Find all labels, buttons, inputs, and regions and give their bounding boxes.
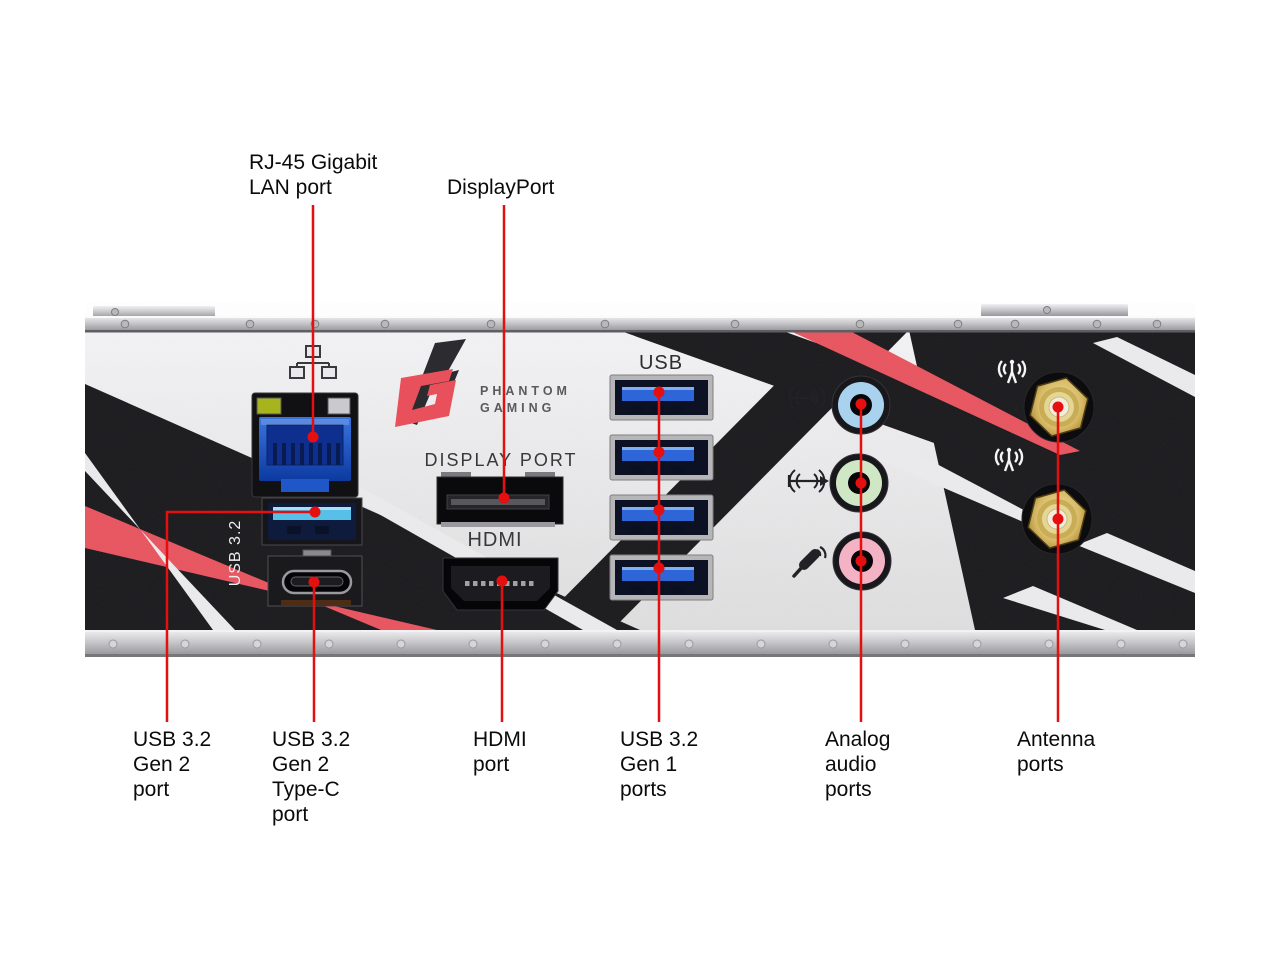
- callout-usb32-gen2: USB 3.2 Gen 2 port: [133, 728, 212, 801]
- antenna-connector: [1023, 371, 1095, 443]
- callout-analog-audio: Analog audio ports: [825, 728, 891, 801]
- usb-gen1-port: [609, 434, 714, 481]
- line-in-icon: [788, 386, 826, 410]
- callout-displayport: DisplayPort: [447, 176, 555, 199]
- panel-bottom-rail: [85, 630, 1195, 657]
- line-out-icon: [787, 469, 829, 493]
- usb-label: USB: [639, 352, 683, 374]
- displayport-port: [436, 472, 564, 527]
- phantom-gaming-logo: [395, 339, 466, 427]
- microphone-icon: [792, 545, 827, 578]
- brand-text-phantom: PHANTOM: [480, 384, 571, 398]
- usb-gen1-port: [609, 374, 714, 421]
- usb-gen1-port: [609, 494, 714, 541]
- io-panel: USB 3.2 PHANTOM GAMING DISPLAY PORT HDM: [85, 304, 1195, 657]
- hdmi-label: HDMI: [467, 529, 522, 551]
- audio-jack-line-out: [829, 453, 889, 513]
- callout-usb32-gen2-typec: USB 3.2 Gen 2 Type-C port: [272, 728, 351, 826]
- brand-text-gaming: GAMING: [480, 401, 555, 415]
- rail-screws: [120, 319, 1162, 329]
- antenna-connector: [1021, 483, 1093, 555]
- usb32-vertical-label: USB 3.2: [227, 520, 244, 587]
- audio-jack-line-in: [831, 375, 891, 435]
- usb-gen1-port: [609, 554, 714, 601]
- audio-jack-mic: [832, 531, 892, 591]
- panel-top-rail: [85, 304, 1195, 333]
- usb-c-port: [267, 549, 363, 607]
- hdmi-port: [442, 557, 559, 611]
- callout-lan: RJ-45 Gigabit LAN port: [249, 151, 378, 199]
- antenna-icon: [997, 359, 1027, 384]
- callout-antenna: Antenna ports: [1017, 728, 1096, 776]
- usb32-gen2-port: [261, 497, 363, 546]
- lan-port: [251, 392, 359, 498]
- display-port-label: DISPLAY PORT: [424, 450, 577, 470]
- callout-usb32-gen1: USB 3.2 Gen 1 ports: [620, 728, 699, 801]
- antenna-icon: [994, 447, 1024, 472]
- callout-hdmi: HDMI port: [473, 728, 527, 776]
